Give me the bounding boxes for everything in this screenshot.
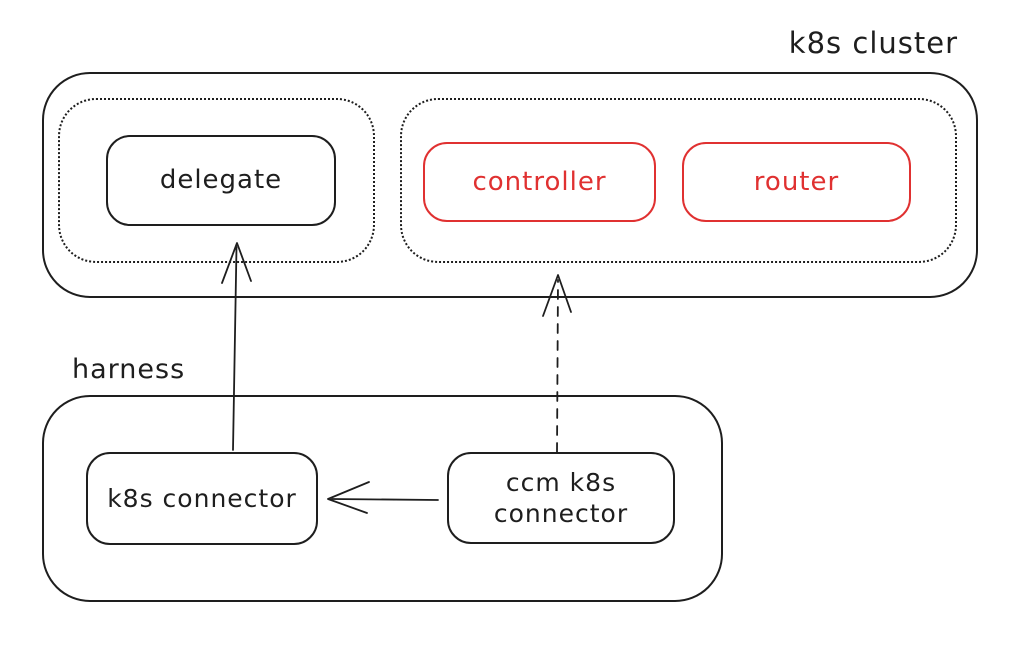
controller-node: controller	[423, 142, 656, 222]
harness-label: harness	[72, 354, 186, 385]
harness-box	[42, 395, 723, 602]
ccm-k8s-connector-node: ccm k8s connector	[447, 452, 675, 544]
ccm-k8s-connector-label-line1: ccm k8s	[505, 467, 617, 497]
router-node: router	[682, 142, 911, 222]
ccm-k8s-connector-label-line2: connector	[493, 499, 629, 528]
pods-group-box	[400, 98, 957, 263]
delegate-node-label: delegate	[159, 165, 283, 196]
k8s-cluster-label: k8s cluster	[788, 26, 958, 60]
delegate-node: delegate	[106, 135, 336, 226]
k8s-connector-node-label: k8s connector	[107, 483, 297, 513]
k8s-connector-node: k8s connector	[86, 452, 318, 545]
delegate-group-box	[58, 98, 375, 263]
router-node-label: router	[753, 166, 840, 197]
k8s-cluster-box	[42, 72, 978, 298]
controller-node-label: controller	[472, 166, 607, 197]
